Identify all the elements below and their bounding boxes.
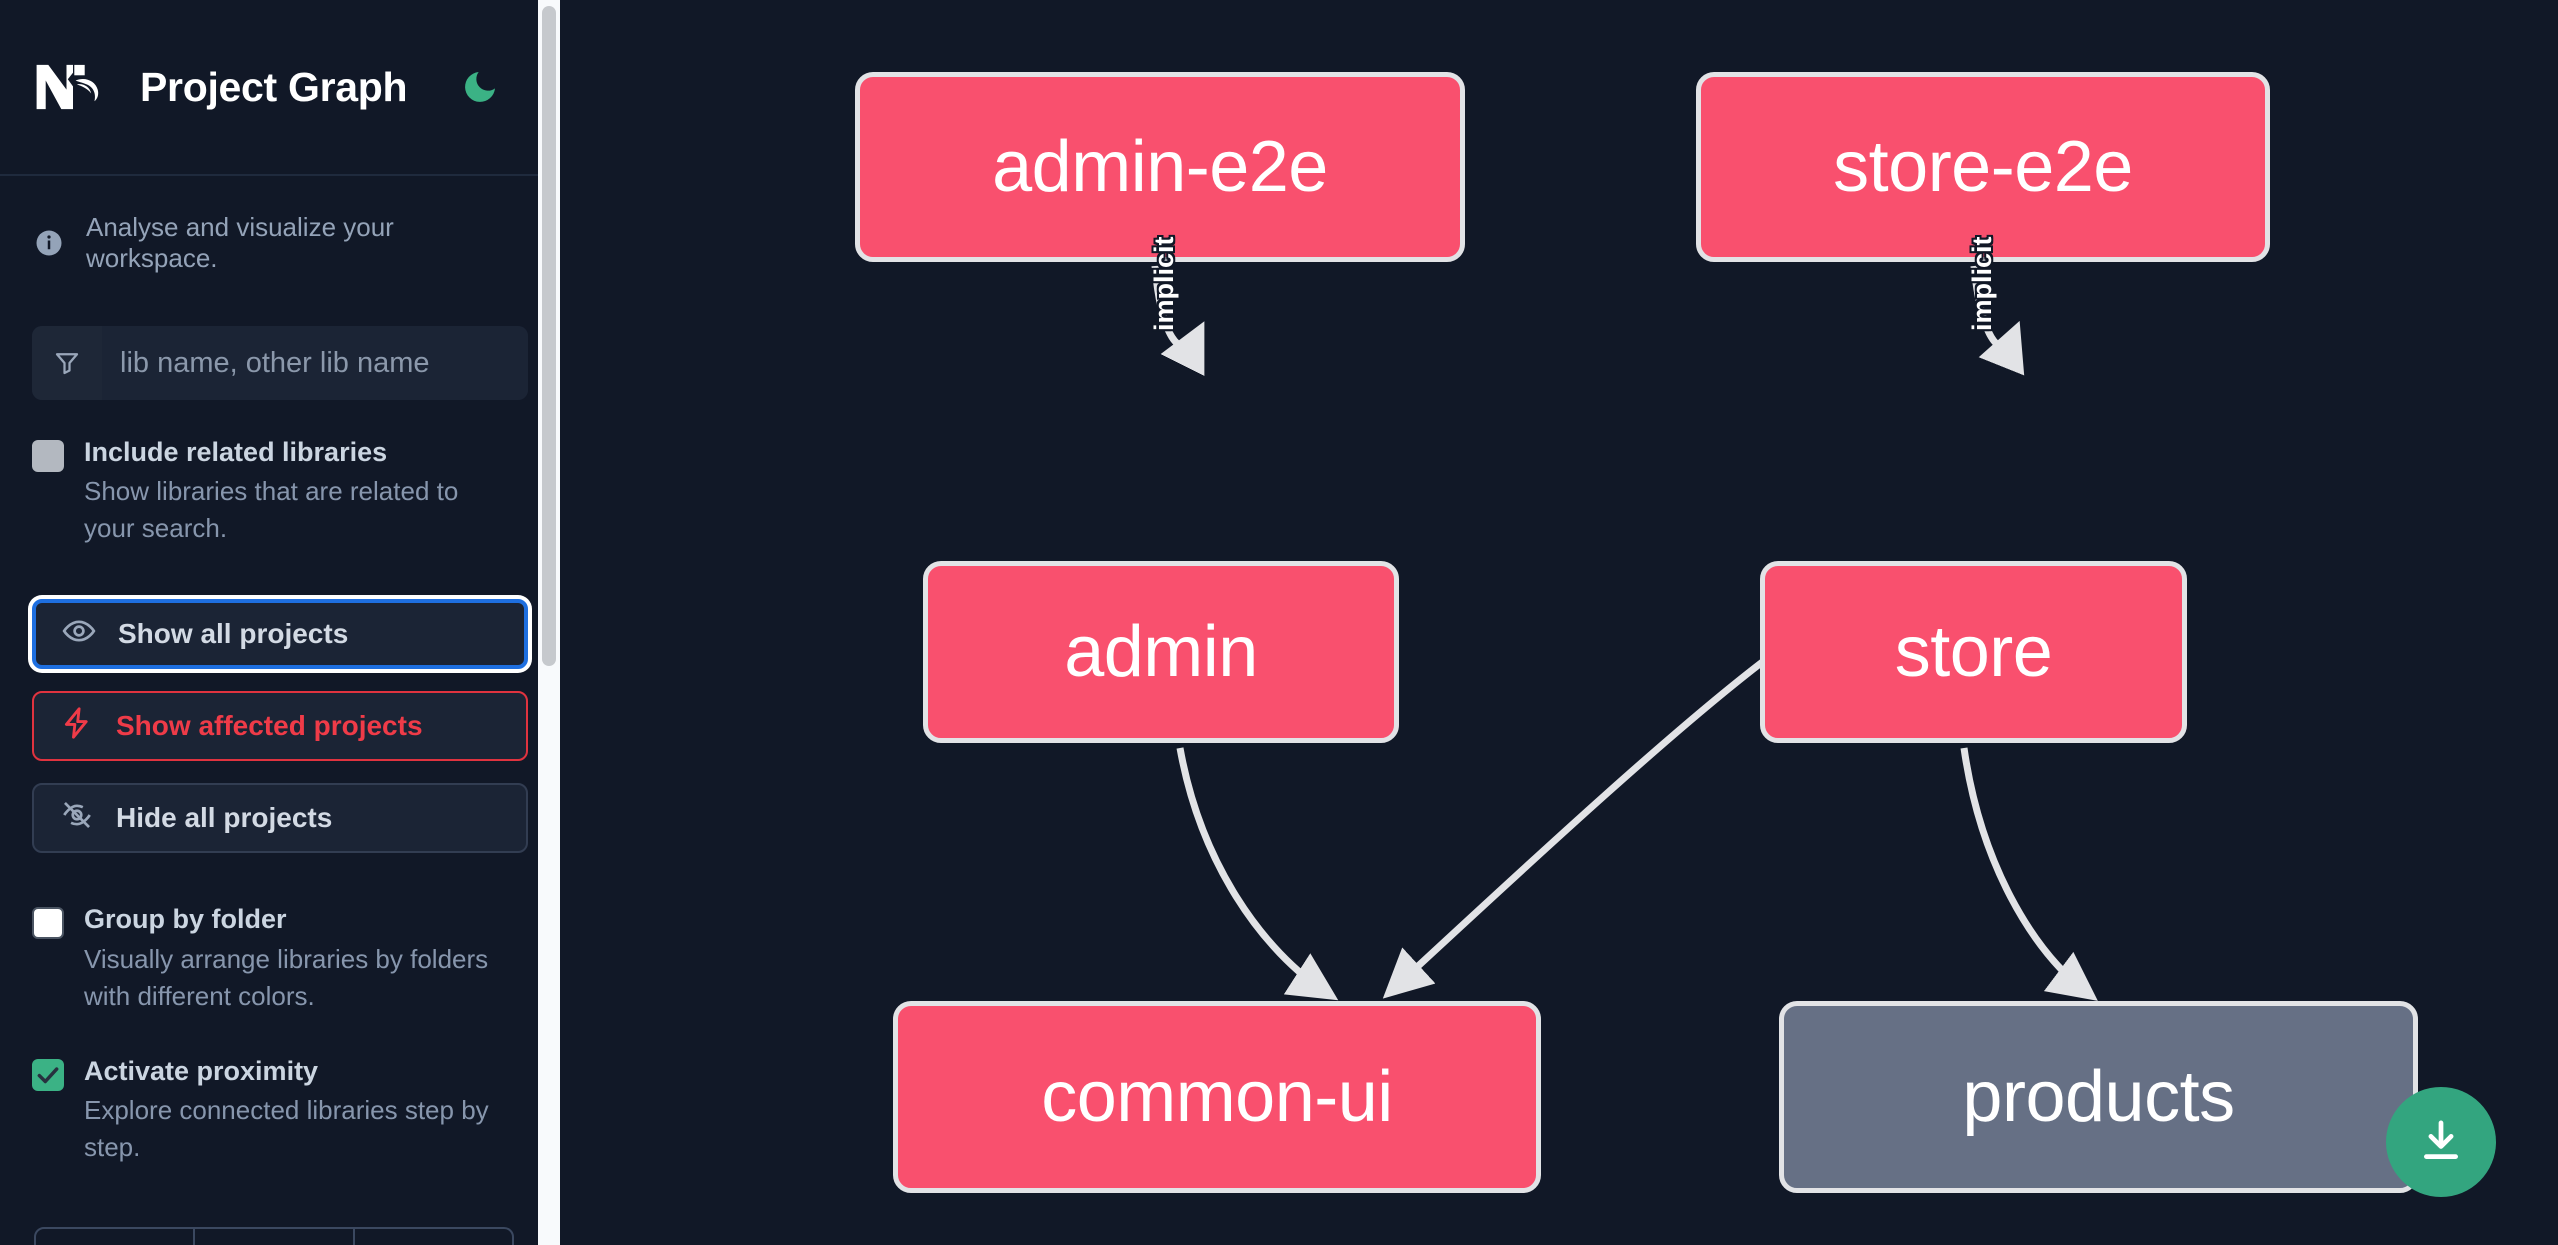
option-description: Visually arrange libraries by folders wi… [84, 943, 489, 1011]
eye-icon [62, 614, 96, 655]
page-title: Project Graph [140, 63, 408, 110]
option-body: Activate proximity Explore connected lib… [84, 1053, 504, 1166]
search-field[interactable] [32, 326, 528, 400]
edge-store-e2e-store [1970, 265, 2025, 376]
sidebar-scrollbar-thumb[interactable] [542, 6, 556, 666]
moon-icon[interactable] [457, 64, 503, 110]
info-circle-icon [34, 228, 64, 258]
sidebar-scrollbar[interactable] [538, 0, 560, 1245]
edge-admin-common-ui [1176, 747, 1339, 1001]
node-label: products [1962, 1057, 2235, 1137]
graph-node-admin-e2e[interactable]: admin-e2e [855, 72, 1465, 262]
option-activate-proximity[interactable]: Activate proximity Explore connected lib… [0, 1015, 560, 1166]
option-description: Show libraries that are related to your … [84, 476, 459, 544]
segment-3[interactable] [355, 1229, 512, 1245]
group-by-folder-checkbox[interactable] [32, 907, 64, 940]
info-text: Analyse and visualize your workspace. [86, 212, 394, 273]
option-label: Include related libraries [84, 437, 388, 467]
graph-edges [1151, 265, 2098, 1001]
info-banner: Analyse and visualize your workspace. [0, 176, 560, 274]
graph-node-store-e2e[interactable]: store-e2e [1696, 72, 2270, 262]
download-button[interactable] [2386, 1087, 2496, 1197]
edge-store-products [1960, 747, 2098, 1001]
segment-1[interactable] [36, 1229, 196, 1245]
graph-canvas[interactable]: admin-e2e store-e2e admin store common-u… [560, 0, 2558, 1245]
visibility-button-group: Show all projects Show affected projects [32, 599, 528, 854]
include-related-libraries-checkbox[interactable] [32, 440, 64, 472]
hide-all-projects-button[interactable]: Hide all projects [32, 783, 528, 854]
graph-node-common-ui[interactable]: common-ui [893, 1001, 1541, 1193]
nx-logo-icon [34, 61, 112, 113]
graph-node-admin[interactable]: admin [923, 561, 1399, 743]
segment-2[interactable] [195, 1229, 355, 1245]
node-label: admin-e2e [992, 127, 1328, 207]
option-group-by-folder[interactable]: Group by folder Visually arrange librari… [0, 853, 560, 1014]
edge-admin-e2e-admin [1151, 265, 1205, 377]
sidebar-header: Project Graph [0, 0, 560, 176]
option-body: Include related libraries Show libraries… [84, 434, 504, 547]
node-label: store [1894, 612, 2053, 692]
download-icon [2424, 1120, 2458, 1159]
graph-node-store[interactable]: store [1760, 561, 2187, 743]
button-label: Show all projects [118, 618, 349, 650]
option-label: Activate proximity [84, 1055, 319, 1086]
edge-store-common-ui [1382, 657, 1768, 999]
eye-off-icon [60, 798, 94, 839]
button-label: Hide all projects [116, 802, 333, 834]
node-label: admin [1064, 612, 1258, 692]
show-all-projects-button[interactable]: Show all projects [32, 599, 528, 670]
sidebar: Project Graph Analyse and visualize your… [0, 0, 560, 1245]
node-label: common-ui [1041, 1057, 1393, 1137]
filter-funnel-icon [32, 326, 102, 400]
graph-node-products[interactable]: products [1779, 1001, 2418, 1193]
node-label: store-e2e [1833, 127, 2133, 207]
option-body: Group by folder Visually arrange librari… [84, 901, 504, 1014]
lightning-bolt-icon [60, 706, 94, 747]
activate-proximity-checkbox[interactable] [32, 1058, 64, 1091]
option-label: Group by folder [84, 904, 287, 935]
bottom-segmented-control[interactable] [34, 1227, 514, 1245]
option-include-related-libraries[interactable]: Include related libraries Show libraries… [0, 400, 560, 547]
search-input[interactable] [102, 326, 528, 400]
option-description: Explore connected libraries step by step… [84, 1094, 489, 1162]
show-affected-projects-button[interactable]: Show affected projects [32, 691, 528, 762]
button-label: Show affected projects [116, 710, 423, 742]
